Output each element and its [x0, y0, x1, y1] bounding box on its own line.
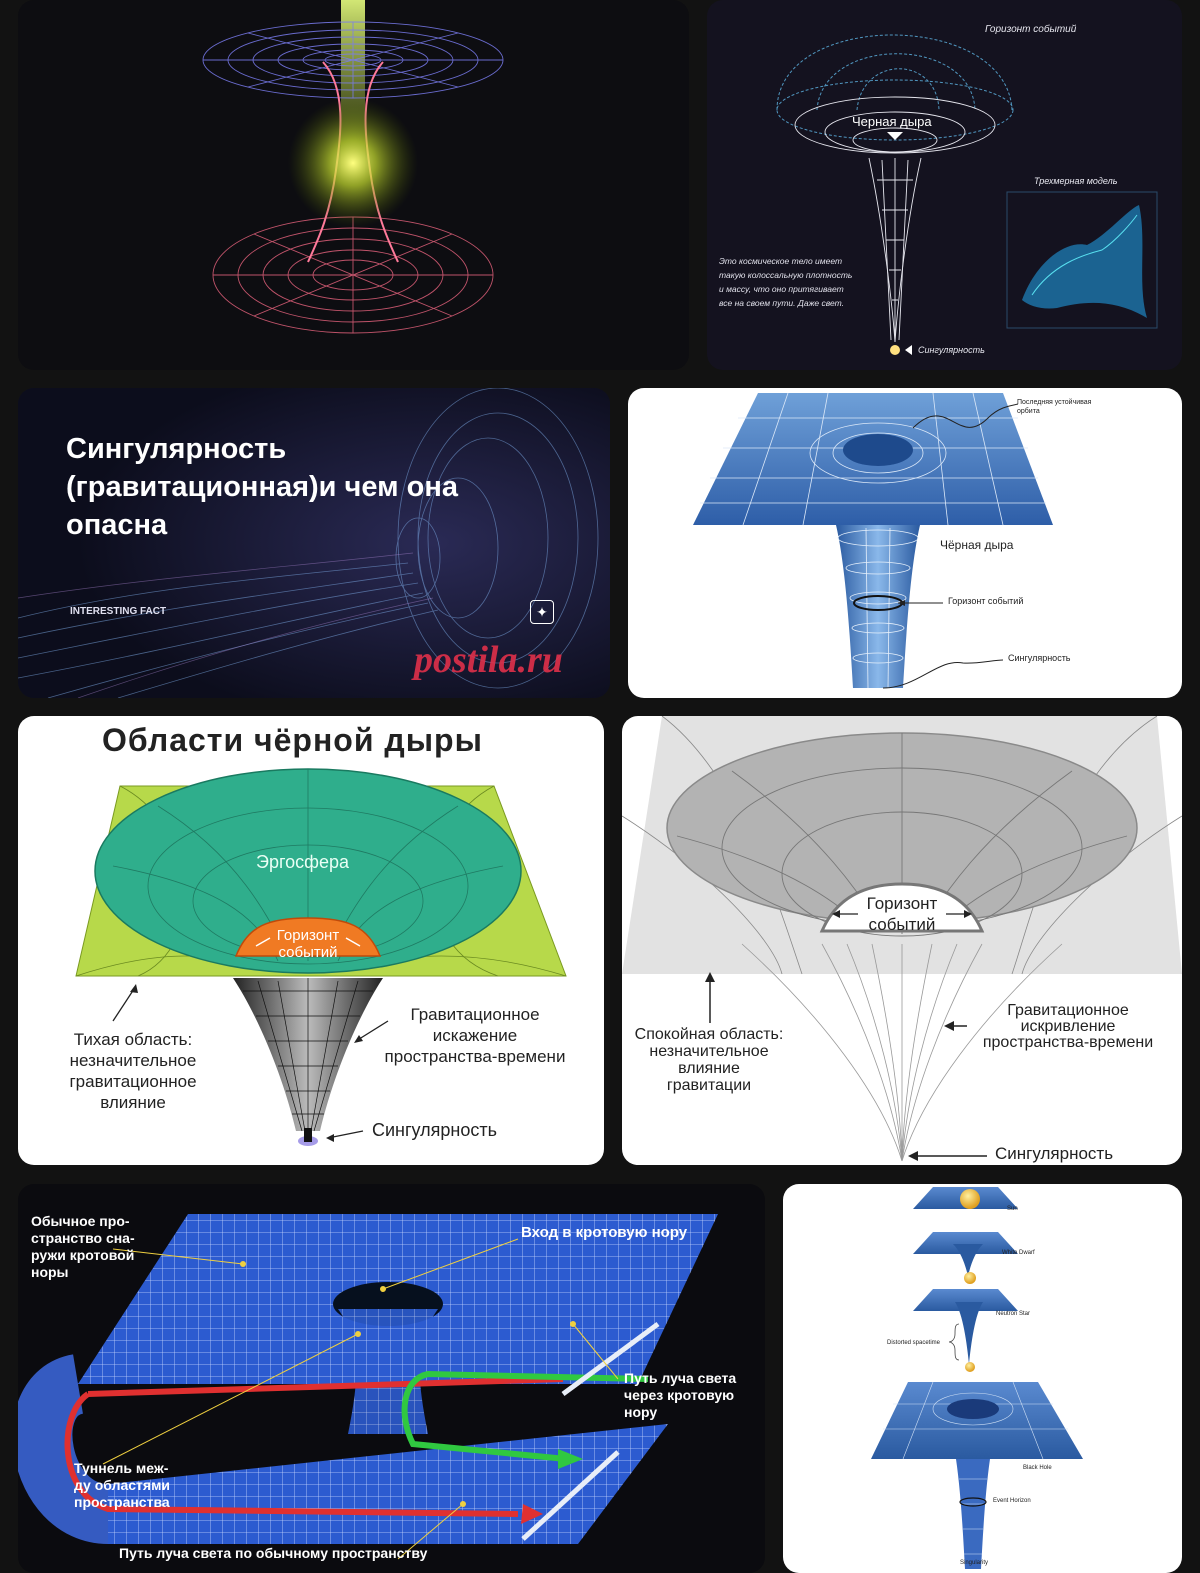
cosmic-funnel-background	[18, 388, 610, 698]
gray-funnel-graphic	[622, 716, 1182, 1162]
black-hole-description: Это космическое тело имеет такую колосса…	[719, 256, 853, 308]
black-hole-label: Black Hole	[1023, 1465, 1052, 1471]
event-horizon-label: Горизонт событий	[276, 927, 340, 961]
spacetime-curvature-label: Гравитационное искривление пространства-…	[982, 1002, 1154, 1051]
wormhole-illustration-tile[interactable]	[18, 0, 689, 370]
regions-title: Области чёрной дыры	[102, 722, 483, 758]
spacetime-wells-graphic	[871, 1187, 1083, 1569]
spacetime-distortion-label: Гравитационное искажение пространства-вр…	[384, 1005, 566, 1066]
3d-model-label: Трехмерная модель	[1034, 176, 1118, 186]
wormhole-light-path-label: Путь луча света через кротовую нору	[624, 1370, 737, 1420]
quiet-region-label: Тихая область: незначительное гравитацио…	[69, 1030, 197, 1112]
event-horizon-label: Горизонт событий	[948, 596, 1024, 606]
black-hole-gray-diagram-tile[interactable]: Горизонт событий Спокойная область: незн…	[622, 716, 1182, 1165]
stellar-remnants-tile[interactable]: Sun White Dwarf Neutron Star Distorted s…	[783, 1184, 1182, 1573]
white-dwarf-label: White Dwarf	[1002, 1250, 1035, 1256]
postila-watermark: postila.ru	[414, 639, 563, 681]
singularity-label: Сингулярность	[995, 1144, 1114, 1163]
neutron-star-label: Neutron Star	[996, 1311, 1031, 1317]
singularity-label: Сингулярность	[1008, 653, 1071, 663]
sun-label: Sun	[1007, 1206, 1018, 1212]
singularity-label: Сингулярность	[918, 345, 985, 355]
calm-region-label: Спокойная область: незначительное влияни…	[634, 1026, 784, 1094]
black-hole-label: Черная дыра	[852, 114, 932, 129]
ergosphere-label: Эргосфера	[256, 852, 349, 872]
tunnel-label: Туннель меж- ду областями пространства	[74, 1460, 171, 1510]
interesting-fact-tag: INTERESTING FACT	[70, 606, 167, 617]
distorted-spacetime-label: Distorted spacetime	[887, 1340, 941, 1346]
sparkle-icon[interactable]: ✦	[530, 600, 554, 624]
wormhole-funnel-graphic	[202, 0, 504, 334]
black-hole-label: Чёрная дыра	[940, 538, 1014, 552]
green-regions-graphic	[75, 768, 567, 1146]
normal-space-label: Обычное про- странство сна- ружи кротово…	[31, 1213, 135, 1280]
blue-grid-funnel-graphic	[693, 392, 1053, 689]
article-title[interactable]: Сингулярность (гравитационная)и чем она …	[66, 433, 459, 541]
black-hole-dome-graphic	[776, 34, 1158, 355]
singularity-label: Singularity	[960, 1560, 989, 1566]
normal-light-path-label: Путь луча света по обычному пространству	[119, 1545, 428, 1561]
singularity-article-card[interactable]: Сингулярность (гравитационная)и чем она …	[18, 388, 610, 698]
black-hole-3d-model-tile[interactable]: Горизонт событий Черная дыра Трехмерная …	[707, 0, 1182, 370]
event-horizon-label: Горизонт событий	[866, 894, 938, 934]
event-horizon-label: Горизонт событий	[985, 24, 1077, 35]
wormhole-grid-graphic	[18, 1214, 718, 1560]
last-stable-orbit-label: Последняя устойчивая орбита	[1017, 399, 1092, 415]
wormhole-entrance-label: Вход в кротовую нору	[521, 1224, 688, 1241]
singularity-label: Сингулярность	[372, 1120, 497, 1140]
black-hole-funnel-tile[interactable]: Последняя устойчивая орбита Чёрная дыра …	[628, 388, 1182, 698]
black-hole-regions-tile[interactable]: Области чёрной дыры	[18, 716, 604, 1165]
event-horizon-label: Event Horizon	[993, 1498, 1031, 1504]
wormhole-light-path-tile[interactable]: Обычное про- странство сна- ружи кротово…	[18, 1184, 765, 1573]
